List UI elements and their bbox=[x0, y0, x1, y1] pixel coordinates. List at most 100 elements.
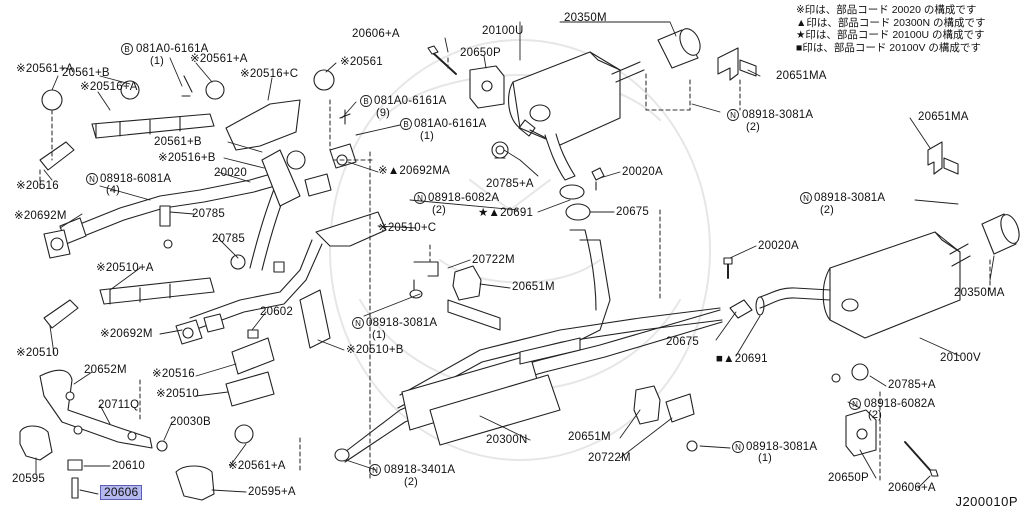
part-label-highlighted[interactable]: 20606 bbox=[100, 485, 143, 500]
legend-line: ▲印は、部品コード 20300N の構成です bbox=[796, 16, 986, 29]
part-label[interactable]: ※20561+A bbox=[228, 460, 286, 472]
legend-line: ※印は、部品コード 20020 の構成です bbox=[796, 4, 977, 16]
prefix-circles bbox=[86, 43, 861, 476]
part-label[interactable]: 20651MA bbox=[918, 111, 969, 123]
part-label[interactable]: 20100U bbox=[482, 25, 524, 37]
heat-shields bbox=[39, 99, 387, 407]
svg-text:N: N bbox=[372, 466, 378, 475]
part-quantity: (2) bbox=[868, 409, 883, 421]
muffler-top-drawing bbox=[507, 51, 645, 181]
part-label[interactable]: 20651MA bbox=[776, 70, 827, 82]
clamp-parts-top bbox=[491, 141, 605, 221]
part-label[interactable]: 20651M bbox=[512, 281, 555, 293]
part-label[interactable]: 20785 bbox=[192, 208, 225, 220]
group-dashes bbox=[39, 57, 991, 481]
part-label[interactable]: 08918-6081A bbox=[100, 173, 172, 185]
part-label[interactable]: 20300N bbox=[486, 434, 528, 446]
part-label[interactable]: 20675 bbox=[616, 206, 649, 218]
part-label[interactable]: 20020A bbox=[758, 240, 799, 252]
prefix-letters: B B B N N N N N N N N bbox=[89, 45, 858, 475]
part-label[interactable]: 20610 bbox=[112, 460, 145, 472]
part-label[interactable]: 081A0-6161A bbox=[374, 95, 447, 107]
svg-text:N: N bbox=[803, 194, 809, 203]
part-label[interactable]: ※20516+C bbox=[240, 68, 299, 80]
part-label[interactable]: 20561+B bbox=[154, 136, 202, 148]
part-label[interactable]: 20602 bbox=[260, 306, 293, 318]
part-label[interactable]: ※20692M bbox=[100, 328, 153, 340]
leader-lines bbox=[35, 21, 995, 495]
part-quantity: (1) bbox=[372, 329, 387, 341]
part-label[interactable]: 081A0-6161A bbox=[414, 118, 487, 130]
part-label[interactable]: ※20516 bbox=[152, 368, 195, 380]
part-label[interactable]: ※20561+A bbox=[16, 63, 74, 75]
part-label[interactable]: 20785+A bbox=[888, 379, 936, 391]
part-label[interactable]: ※20561+A bbox=[190, 53, 248, 65]
part-label[interactable]: 20722M bbox=[588, 452, 631, 464]
part-label[interactable]: 20785 bbox=[212, 233, 245, 245]
part-label[interactable]: 08918-3401A bbox=[384, 464, 456, 476]
part-label[interactable]: ※20516+A bbox=[80, 81, 138, 93]
bolt-top bbox=[427, 45, 457, 75]
part-label[interactable]: 20652M bbox=[84, 364, 127, 376]
part-label[interactable]: ※20692M bbox=[14, 210, 67, 222]
part-quantity: (2) bbox=[432, 204, 447, 216]
part-label[interactable]: 08918-6082A bbox=[428, 192, 500, 204]
svg-text:N: N bbox=[735, 443, 741, 452]
part-quantity: (2) bbox=[404, 476, 419, 488]
clamps-gaskets-left bbox=[41, 69, 357, 444]
part-label[interactable]: ※20561 bbox=[340, 56, 383, 68]
part-label[interactable]: 20606+A bbox=[352, 28, 400, 40]
tailpipe-tip-right bbox=[981, 213, 1020, 255]
part-label[interactable]: ※20516 bbox=[16, 180, 59, 192]
part-label[interactable]: 08918-3081A bbox=[746, 441, 818, 453]
part-label[interactable]: 20650P bbox=[460, 47, 501, 59]
part-label[interactable]: 08918-3081A bbox=[742, 109, 814, 121]
tailpipe-tip-top bbox=[657, 28, 701, 69]
part-quantity: (2) bbox=[746, 121, 761, 133]
part-label[interactable]: ★▲20691 bbox=[478, 207, 534, 219]
part-label[interactable]: 20350MA bbox=[954, 287, 1005, 299]
bracket-top-right bbox=[717, 47, 757, 81]
part-label[interactable]: ※20516+B bbox=[158, 152, 216, 164]
part-label[interactable]: 20100V bbox=[940, 352, 981, 364]
part-label[interactable]: ※20510+C bbox=[378, 222, 437, 234]
part-label[interactable]: ※20510+A bbox=[96, 262, 154, 274]
legend: ※印は、部品コード 20020 の構成です ▲印は、部品コード 20300N の… bbox=[796, 4, 986, 54]
part-label[interactable]: 20606+A bbox=[888, 482, 936, 494]
svg-text:B: B bbox=[363, 97, 368, 106]
part-label[interactable]: ※20510 bbox=[156, 388, 199, 400]
part-label[interactable]: 20030B bbox=[170, 416, 211, 428]
clamp-bottom-right bbox=[831, 363, 869, 383]
part-label[interactable]: 08918-6082A bbox=[864, 398, 936, 410]
part-label[interactable]: 20650P bbox=[828, 472, 869, 484]
part-label[interactable]: 20020A bbox=[622, 166, 663, 178]
part-label[interactable]: ※20510 bbox=[16, 347, 59, 359]
part-label[interactable]: 20561+B bbox=[62, 67, 110, 79]
part-quantity: (9) bbox=[376, 107, 391, 119]
part-quantity: (4) bbox=[106, 184, 121, 196]
part-label[interactable]: 20595 bbox=[12, 473, 45, 485]
svg-text:N: N bbox=[355, 319, 361, 328]
rubber-mount-bottom bbox=[845, 409, 939, 477]
part-label[interactable]: 081A0-6161A bbox=[136, 43, 209, 55]
part-quantity: (1) bbox=[758, 452, 773, 464]
part-label[interactable]: 20785+A bbox=[486, 178, 534, 190]
part-label[interactable]: 20595+A bbox=[248, 486, 296, 498]
part-label[interactable]: 20711Q bbox=[98, 399, 140, 411]
part-label[interactable]: 20350M bbox=[564, 12, 607, 24]
svg-text:N: N bbox=[730, 111, 736, 120]
part-label[interactable]: ■▲20691 bbox=[716, 353, 768, 365]
part-label[interactable]: 20651M bbox=[568, 431, 611, 443]
part-label[interactable]: 20020 bbox=[214, 167, 247, 179]
part-label[interactable]: 20722M bbox=[472, 254, 515, 266]
part-label[interactable]: 20675 bbox=[666, 336, 699, 348]
part-quantity: (1) bbox=[420, 130, 435, 142]
hanger-brackets-bottom-left bbox=[19, 369, 215, 501]
svg-text:B: B bbox=[403, 120, 408, 129]
part-label[interactable]: ※20510+B bbox=[346, 344, 404, 356]
part-label[interactable]: ※▲20692MA bbox=[378, 165, 451, 177]
part-label[interactable]: 08918-3081A bbox=[814, 192, 886, 204]
part-label[interactable]: 08918-3081A bbox=[366, 317, 438, 329]
